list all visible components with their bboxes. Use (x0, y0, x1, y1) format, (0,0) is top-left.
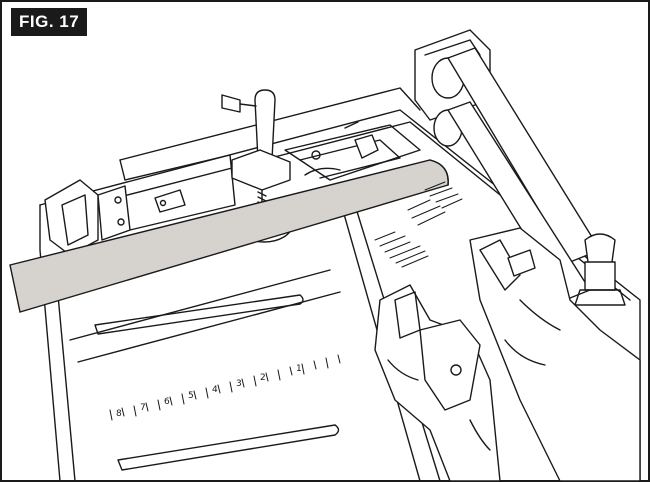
left-clamp-block (44, 154, 236, 256)
scale-mark-4: 4 (212, 385, 218, 395)
workpiece-tube (9, 159, 449, 313)
miter-assembly (284, 121, 421, 181)
operator-hands (374, 227, 641, 482)
scale-mark-3: 3 (236, 379, 242, 389)
right-knob (574, 233, 626, 306)
scale-mark-6: 6 (164, 397, 170, 407)
scale-mark-5: 5 (188, 391, 194, 401)
scale-mark-8: 8 (116, 409, 122, 419)
scale-mark-2: 2 (260, 373, 266, 383)
figure-label: FIG. 17 (11, 8, 88, 36)
linear-scale: 8 7 6 5 4 3 2 1 (109, 354, 341, 421)
angle-scale (374, 181, 463, 268)
scale-mark-7: 7 (140, 403, 146, 413)
scale-mark-1: 1 (296, 364, 302, 374)
